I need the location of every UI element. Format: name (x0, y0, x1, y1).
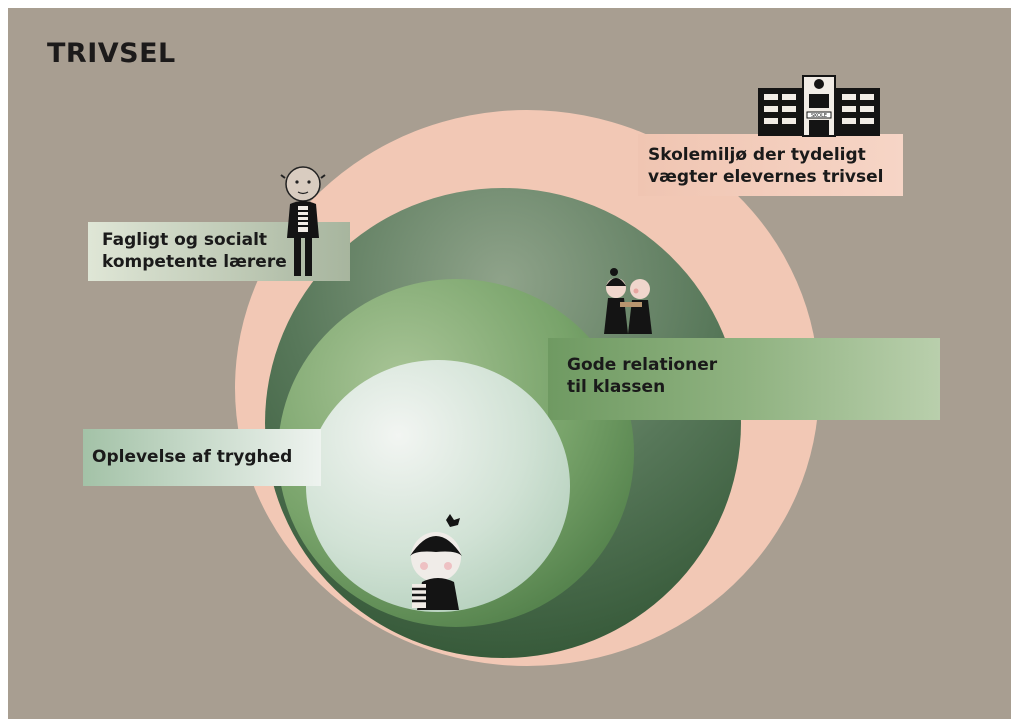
label-line: Gode relationer (567, 355, 718, 375)
label-line: vægter elevernes trivsel (648, 167, 884, 187)
teacher-figure-icon (280, 166, 326, 276)
diagram-artwork: SKOLE (83, 75, 940, 666)
label-line: til klassen (567, 377, 666, 397)
label-school-environment: Skolemiljø der tydeligt vægter elevernes… (648, 136, 903, 196)
label-line: Fagligt og socialt (102, 230, 268, 250)
label-class-relations: Gode relationer til klassen (548, 338, 940, 420)
school-building-icon: SKOLE (758, 75, 880, 137)
label-line: Oplevelse af tryghed (92, 447, 293, 467)
label-competent-teachers: Fagligt og socialt kompetente lærere (88, 222, 350, 281)
label-line: Skolemiljø der tydeligt (648, 145, 866, 165)
layer-safety-circle (83, 360, 570, 612)
page-title: TRIVSEL (47, 38, 176, 69)
label-sense-of-safety: Oplevelse af tryghed (83, 429, 321, 486)
school-sign-text: SKOLE (811, 113, 827, 119)
pupils-pair-icon (604, 268, 652, 334)
poster: SKOLE (8, 8, 1011, 719)
label-line: kompetente lærere (102, 252, 287, 272)
sitting-child-icon (410, 514, 462, 610)
